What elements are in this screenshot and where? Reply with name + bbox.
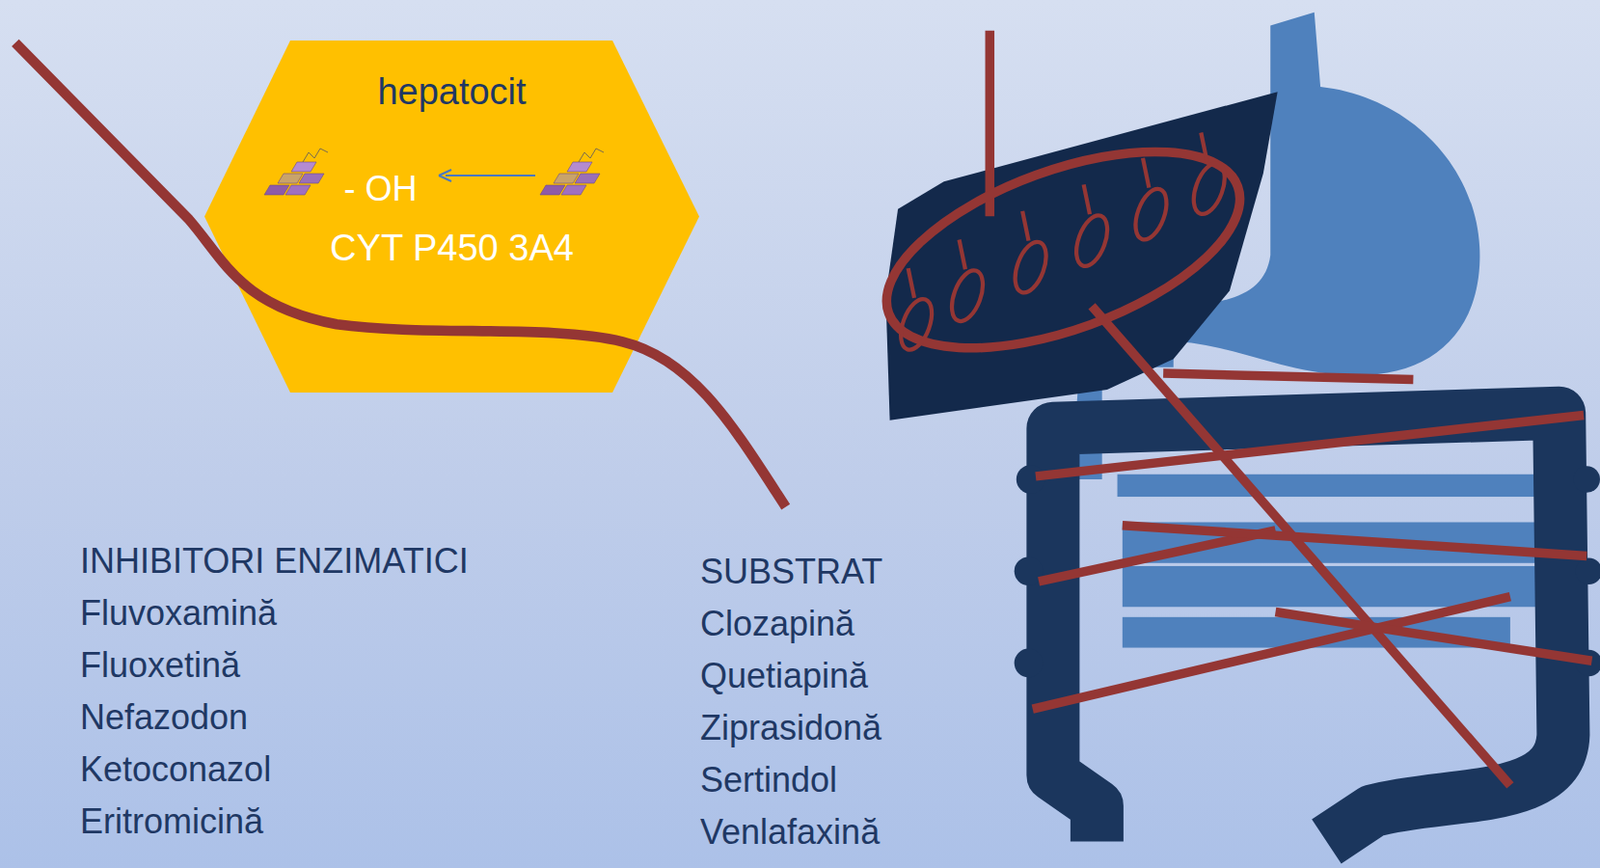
hepatocyte-hexagon: hepatocit - OH CYT P450 3A4 <box>204 40 700 393</box>
cell-title: hepatocit <box>377 70 526 113</box>
duodenum <box>1071 336 1174 480</box>
reaction-arrow <box>445 174 536 177</box>
reaction-arrowhead <box>438 169 452 182</box>
drug-name: Sertindol <box>700 754 883 807</box>
large-intestine <box>1053 412 1564 841</box>
list-heading: INHIBITORI ENZIMATICI <box>80 535 469 588</box>
drug-name: Fluoxetină <box>80 639 469 692</box>
drug-name: Fluvoxamină <box>80 587 469 640</box>
molecule-icon <box>264 148 328 195</box>
red-strokes <box>861 30 1592 787</box>
stomach <box>1163 12 1480 376</box>
drug-name: Ketoconazol <box>80 743 469 796</box>
drug-list: INHIBITORI ENZIMATICIFluvoxaminăFluoxeti… <box>80 535 469 848</box>
hydroxyl-label: - OH <box>344 167 418 211</box>
list-heading: SUBSTRAT <box>700 545 883 598</box>
drug-name: Clozapină <box>700 597 883 651</box>
hexagon-fill <box>204 40 700 393</box>
liver <box>885 91 1277 421</box>
red-curve-path <box>15 42 787 507</box>
molecule-icon <box>540 148 604 195</box>
colon-haustra <box>1014 464 1600 678</box>
drug-name: Venlafaxină <box>700 806 883 859</box>
bile-ducts <box>894 132 1231 353</box>
drug-name: Eritromicină <box>80 795 469 848</box>
drug-name: Nefazodon <box>80 691 469 744</box>
drug-name: Quetiapină <box>700 650 883 703</box>
drug-name: Ziprasidonă <box>700 702 883 755</box>
enzyme-name: CYT P450 3A4 <box>329 226 574 270</box>
small-intestine <box>1117 474 1552 649</box>
drug-list: SUBSTRATClozapinăQuetiapinăZiprasidonăSe… <box>700 545 883 859</box>
